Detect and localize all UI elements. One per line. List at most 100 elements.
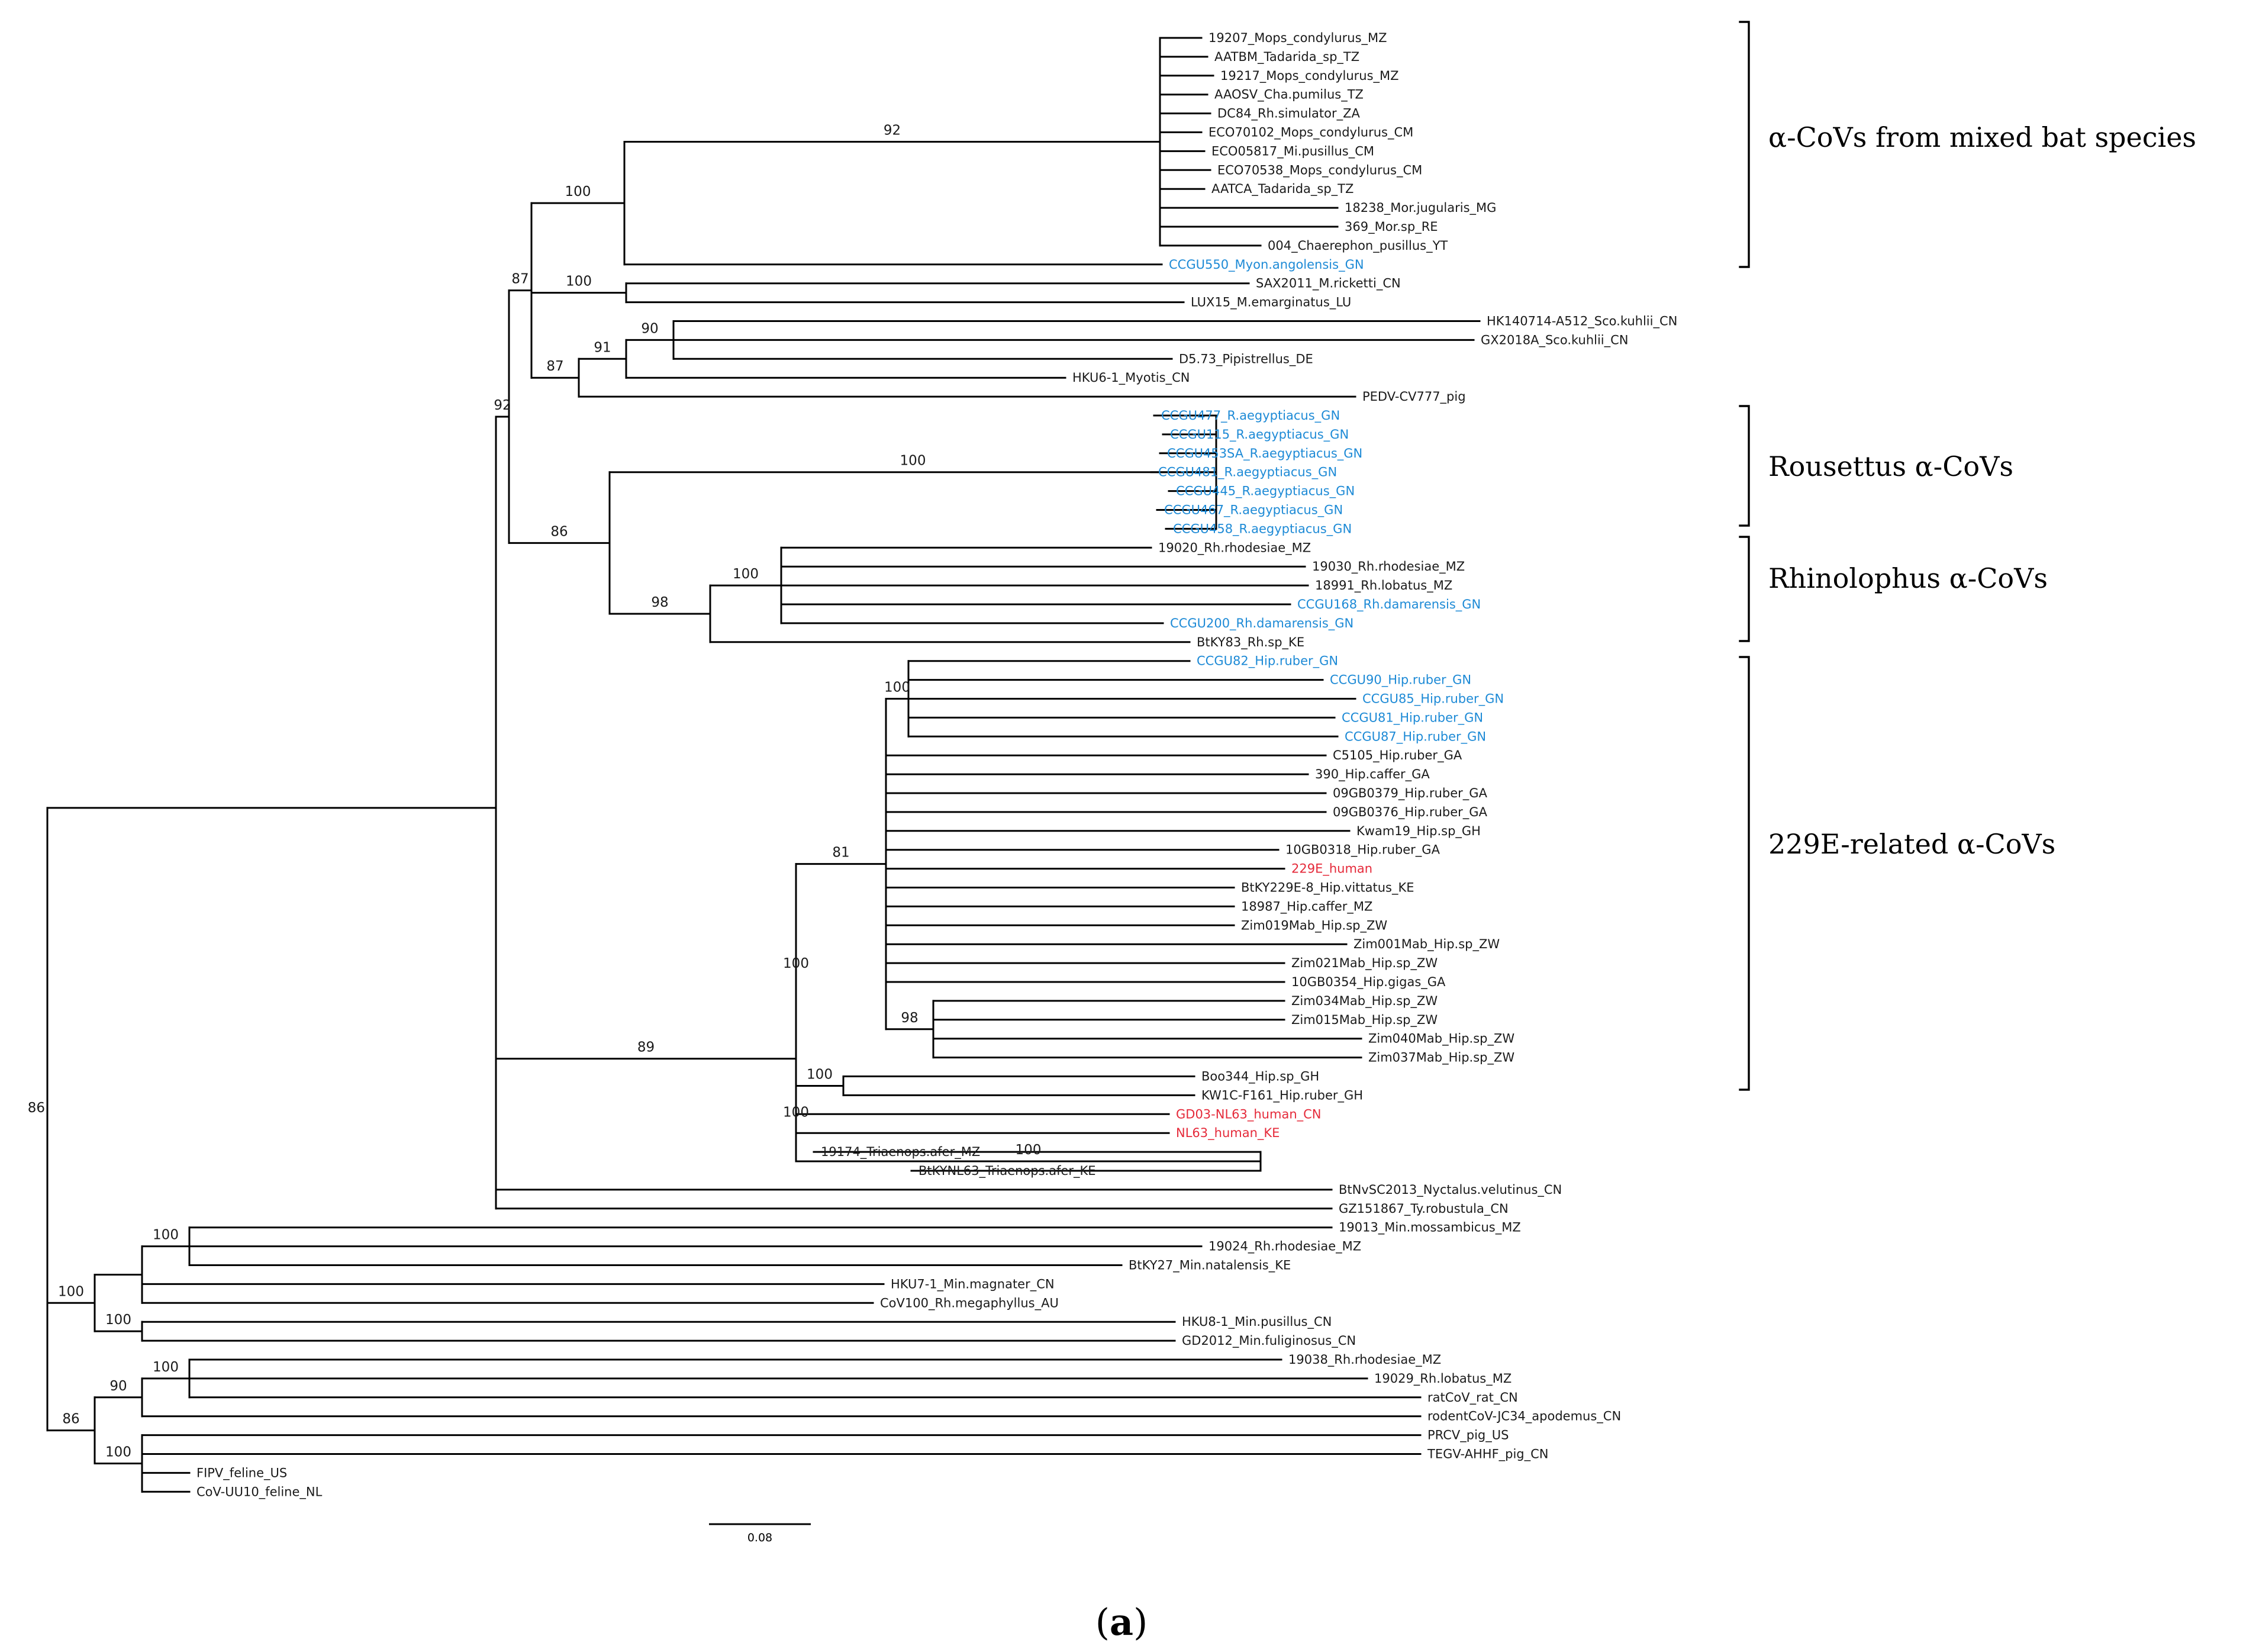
leaf-label: CoV100_Rh.megaphyllus_AU (880, 1296, 1059, 1310)
leaf-label: CCGU115_R.aegyptiacus_GN (1170, 427, 1349, 442)
leaf-label: KW1C-F161_Hip.ruber_GH (1201, 1088, 1363, 1103)
bracket-rousettus (1739, 405, 1750, 527)
leaf-label: C5105_Hip.ruber_GA (1333, 748, 1462, 763)
bootstrap-value: 100 (153, 1360, 179, 1375)
leaf-label: CCGU90_Hip.ruber_GN (1330, 673, 1471, 688)
bootstrap-value: 87 (546, 359, 563, 374)
leaf-label: 19030_Rh.rhodesiae_MZ (1312, 559, 1465, 574)
leaf-label: CCGU467_R.aegyptiacus_GN (1164, 503, 1343, 518)
leaf-label: BtKY83_Rh.sp_KE (1197, 635, 1304, 650)
bootstrap-value: 91 (594, 340, 611, 355)
leaf-label: CCGU453SA_R.aegyptiacus_GN (1167, 446, 1362, 461)
bootstrap-value: 87 (511, 272, 528, 287)
bootstrap-value: 86 (550, 524, 568, 539)
leaf-label: Zim019Mab_Hip.sp_ZW (1241, 918, 1387, 933)
leaf-label: SAX2011_M.ricketti_CN (1256, 276, 1401, 291)
bootstrap-value: 100 (105, 1312, 131, 1328)
leaf-label: 19029_Rh.lobatus_MZ (1374, 1371, 1512, 1386)
leaf-label: 19174_Triaenops.afer_MZ (821, 1145, 980, 1160)
leaf-label: CCGU85_Hip.ruber_GN (1362, 692, 1504, 707)
leaf-label: 390_Hip.caffer_GA (1315, 767, 1430, 782)
leaf-label: TEGV-AHHF_pig_CN (1427, 1447, 1549, 1462)
clade-label-229e: 229E-related α-CoVs (1768, 828, 2055, 860)
bootstrap-value: 86 (62, 1412, 79, 1427)
leaf-label: Kwam19_Hip.sp_GH (1356, 824, 1481, 839)
bootstrap-value: 100 (733, 566, 759, 582)
panel-label-open: ( (1095, 1601, 1110, 1644)
bootstrap-values: 8692871009210087919086100981008910081100… (28, 123, 1042, 1460)
leaf-label: 19207_Mops_condylurus_MZ (1208, 31, 1387, 46)
bootstrap-value: 98 (651, 595, 668, 610)
clade-labels: α-CoVs from mixed bat species Rousettus … (1768, 121, 2196, 860)
clade-label-rhinolophus: Rhinolophus α-CoVs (1768, 562, 2048, 594)
leaf-label: CCGU445_R.aegyptiacus_GN (1176, 484, 1355, 499)
bootstrap-value: 81 (832, 845, 849, 861)
leaf-labels: 19207_Mops_condylurus_MZAATBM_Tadarida_s… (196, 31, 1677, 1499)
leaf-label: AATCA_Tadarida_sp_TZ (1211, 182, 1353, 197)
bracket-229e (1739, 656, 1750, 1091)
leaf-label: CCGU87_Hip.ruber_GN (1345, 729, 1486, 744)
bootstrap-value: 89 (637, 1040, 655, 1055)
leaf-label: PRCV_pig_US (1427, 1428, 1509, 1443)
leaf-label: Zim001Mab_Hip.sp_ZW (1353, 937, 1500, 952)
bootstrap-value: 90 (641, 321, 658, 336)
leaf-label: BtNvSC2013_Nyctalus.velutinus_CN (1339, 1183, 1562, 1197)
bootstrap-value: 86 (28, 1100, 45, 1116)
leaf-label: Zim040Mab_Hip.sp_ZW (1368, 1032, 1514, 1046)
leaf-label: CCGU82_Hip.ruber_GN (1197, 654, 1338, 669)
leaf-label: 19013_Min.mossambicus_MZ (1339, 1221, 1521, 1235)
leaf-label: BtKY229E-8_Hip.vittatus_KE (1241, 881, 1414, 896)
leaf-label: rodentCoV-JC34_apodemus_CN (1427, 1409, 1621, 1424)
leaf-label: GD03-NL63_human_CN (1176, 1107, 1322, 1122)
leaf-label: ECO70538_Mops_condylurus_CM (1217, 163, 1422, 178)
scale-bar-label: 0.08 (747, 1531, 772, 1544)
bootstrap-value: 92 (494, 398, 511, 413)
leaf-label: HKU7-1_Min.magnater_CN (891, 1277, 1055, 1292)
bootstrap-value: 100 (783, 956, 809, 971)
leaf-label: 369_Mor.sp_RE (1345, 220, 1438, 234)
leaf-label: 10GB0354_Hip.gigas_GA (1291, 975, 1446, 990)
bracket-mixed-bat (1739, 21, 1750, 268)
leaf-label: 19020_Rh.rhodesiae_MZ (1158, 540, 1311, 555)
leaf-label: CoV-UU10_feline_NL (196, 1484, 323, 1499)
leaf-label: Zim015Mab_Hip.sp_ZW (1291, 1013, 1438, 1028)
panel-label-letter: a (1110, 1601, 1133, 1644)
leaf-label: LUX15_M.emarginatus_LU (1191, 295, 1351, 310)
leaf-label: Boo344_Hip.sp_GH (1201, 1070, 1319, 1084)
scale-bar: 0.08 (709, 1523, 811, 1544)
leaf-label: 09GB0376_Hip.ruber_GA (1333, 805, 1488, 820)
leaf-label: CCGU200_Rh.damarensis_GN (1170, 616, 1353, 631)
leaf-label: HKU6-1_Myotis_CN (1072, 371, 1190, 385)
leaf-label: Zim021Mab_Hip.sp_ZW (1291, 956, 1438, 971)
leaf-label: 19038_Rh.rhodesiae_MZ (1288, 1352, 1441, 1367)
leaf-label: 09GB0379_Hip.ruber_GA (1333, 786, 1488, 801)
leaf-label: CCGU550_Myon.angolensis_GN (1169, 257, 1364, 272)
leaf-label: HK140714-A512_Sco.kuhlii_CN (1487, 314, 1677, 329)
leaf-label: BtKY27_Min.natalensis_KE (1129, 1258, 1291, 1273)
leaf-label: CCGU481_R.aegyptiacus_GN (1158, 465, 1337, 480)
leaf-label: 19217_Mops_condylurus_MZ (1220, 69, 1399, 83)
leaf-label: CCGU458_R.aegyptiacus_GN (1173, 521, 1352, 536)
leaf-label: DC84_Rh.simulator_ZA (1217, 107, 1360, 121)
bootstrap-value: 100 (58, 1284, 84, 1299)
leaf-label: 19024_Rh.rhodesiae_MZ (1208, 1239, 1361, 1254)
leaf-label: 18991_Rh.lobatus_MZ (1315, 578, 1452, 593)
leaf-label: 18987_Hip.caffer_MZ (1241, 899, 1372, 914)
leaf-label: GZ151867_Ty.robustula_CN (1339, 1202, 1509, 1216)
leaf-label: GD2012_Min.fuliginosus_CN (1182, 1334, 1356, 1348)
leaf-label: CCGU81_Hip.ruber_GN (1342, 710, 1483, 725)
leaf-label: D5.73_Pipistrellus_DE (1179, 352, 1313, 366)
leaf-label: NL63_human_KE (1176, 1126, 1280, 1141)
leaf-label: ECO70102_Mops_condylurus_CM (1208, 125, 1413, 140)
leaf-label: PEDV-CV777_pig (1362, 389, 1466, 404)
leaf-label: ratCoV_rat_CN (1427, 1390, 1518, 1405)
leaf-label: CCGU477_R.aegyptiacus_GN (1161, 408, 1340, 423)
leaf-label: AAOSV_Cha.pumilus_TZ (1214, 88, 1364, 102)
bootstrap-value: 90 (109, 1379, 127, 1394)
leaf-label: Zim034Mab_Hip.sp_ZW (1291, 994, 1438, 1009)
leaf-label: FIPV_feline_US (196, 1466, 287, 1480)
leaf-label: Zim037Mab_Hip.sp_ZW (1368, 1051, 1514, 1065)
leaf-label: 10GB0318_Hip.ruber_GA (1285, 843, 1440, 858)
bootstrap-value: 100 (153, 1228, 179, 1243)
leaf-label: ECO05817_Mi.pusillus_CM (1211, 144, 1374, 159)
